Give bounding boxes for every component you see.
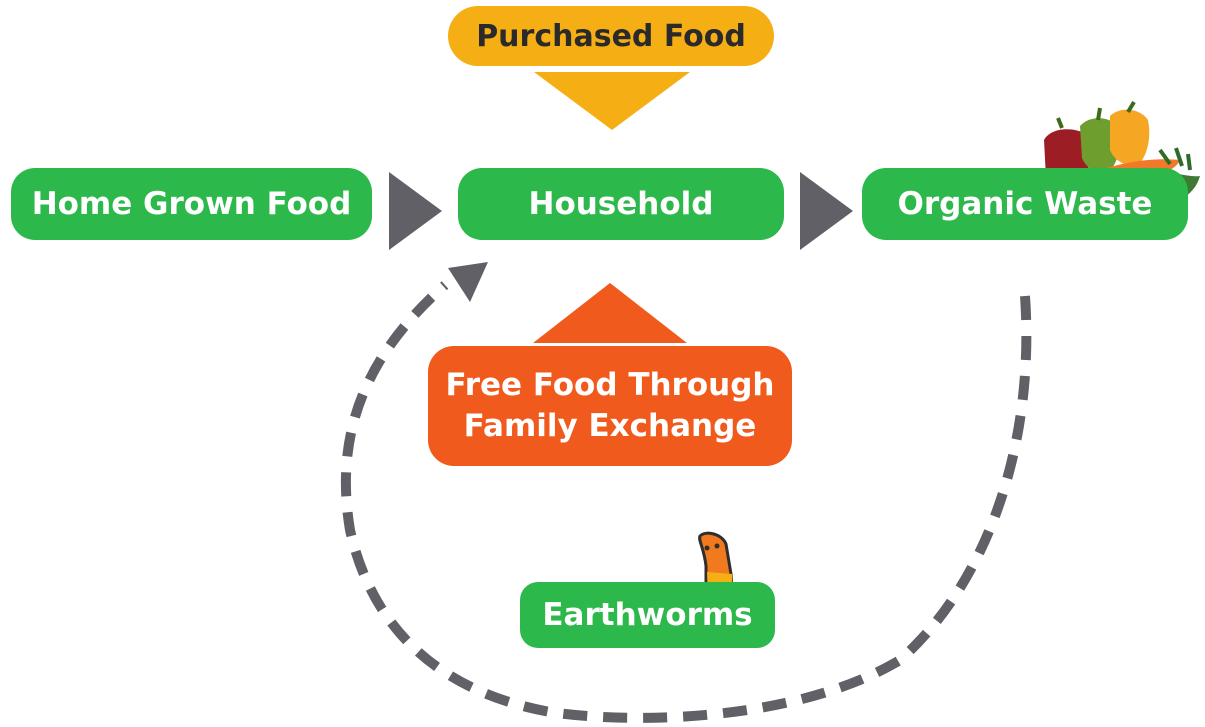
household-label: Household bbox=[528, 186, 714, 222]
purchased-food-label: Purchased Food bbox=[476, 18, 746, 54]
earthworms-label: Earthworms bbox=[542, 597, 753, 633]
organic-waste-box: Organic Waste bbox=[862, 168, 1188, 240]
homegrown-to-household-arrow bbox=[389, 172, 442, 250]
free-food-box: Free Food Through Family Exchange bbox=[428, 346, 792, 466]
organic-waste-label: Organic Waste bbox=[897, 186, 1153, 222]
free-food-label-line1: Free Food Through bbox=[445, 367, 775, 403]
purchased-food-box: Purchased Food bbox=[448, 6, 774, 66]
purchased-food-arrow bbox=[534, 72, 690, 130]
earthworms-box: Earthworms bbox=[520, 582, 775, 648]
household-box: Household bbox=[458, 168, 784, 240]
loop-arrowhead bbox=[448, 262, 488, 302]
household-to-organic-waste-arrow bbox=[800, 172, 853, 250]
compost-loop-dashed-path bbox=[340, 281, 1032, 723]
home-grown-food-box: Home Grown Food bbox=[11, 168, 372, 240]
free-food-label-line2: Family Exchange bbox=[463, 408, 757, 444]
home-grown-food-label: Home Grown Food bbox=[31, 186, 352, 222]
free-food-arrow bbox=[533, 283, 687, 343]
